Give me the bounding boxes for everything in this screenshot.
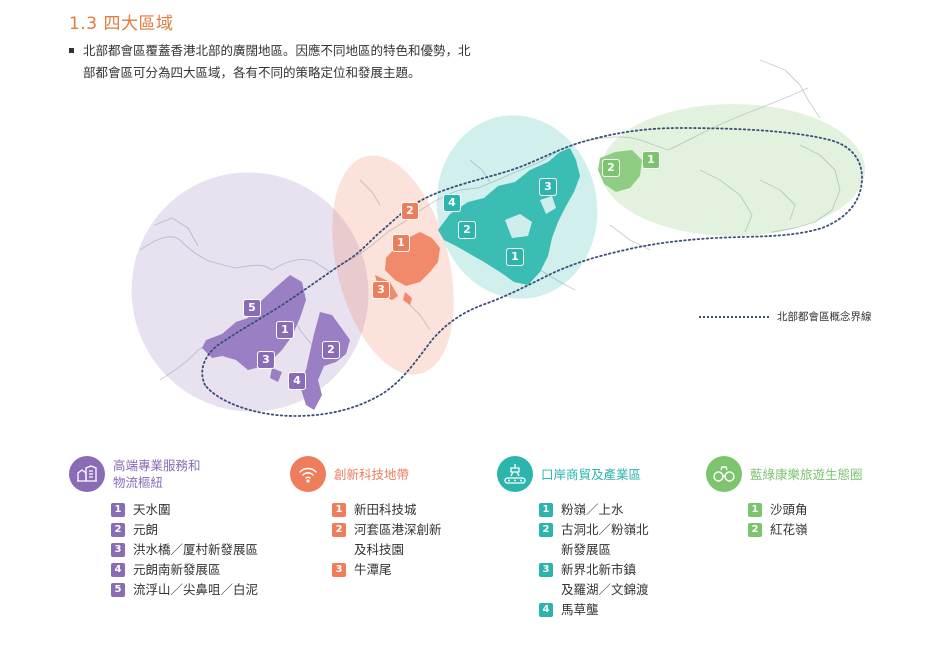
binoculars-icon [706, 456, 742, 492]
boundary-legend: 北部都會區概念界線 [699, 309, 872, 324]
intro-paragraph: 北部都會區覆蓋香港北部的廣闊地區。因應不同地區的特色和優勢，北部都會區可分為四大… [69, 40, 479, 84]
map-marker-purple: 3 [257, 351, 275, 369]
district-map [131, 59, 865, 417]
map-marker-orange: 2 [401, 202, 419, 220]
legend-title-purple: 高端專業服務和 物流樞紐 [113, 458, 201, 490]
purple-zone-oval [131, 172, 369, 412]
legend-title-teal: 口岸商貿及產業區 [541, 466, 642, 482]
bullet-icon [69, 48, 74, 53]
map-marker-purple: 2 [322, 341, 340, 359]
purple-development-areas [202, 275, 350, 410]
section-heading: 1.3 四大區域 [69, 14, 174, 34]
wifi-signal-icon [290, 456, 326, 492]
map-marker-orange: 1 [392, 234, 410, 252]
green-zone-oval [601, 104, 865, 236]
map-marker-orange: 3 [372, 281, 390, 299]
map-marker-teal: 2 [458, 221, 476, 239]
map-marker-teal: 4 [443, 194, 461, 212]
map-marker-purple: 5 [243, 299, 261, 317]
map-marker-green: 2 [602, 159, 620, 177]
conveyor-robot-icon [497, 456, 533, 492]
dotted-line-icon [699, 315, 769, 318]
city-buildings-icon [69, 456, 105, 492]
map-marker-purple: 1 [276, 321, 294, 339]
map-marker-green: 1 [642, 151, 660, 169]
map-marker-teal: 1 [506, 248, 524, 266]
boundary-legend-label: 北部都會區概念界線 [777, 311, 872, 323]
metropolis-boundary-line [201, 127, 863, 417]
legend-title-orange: 創新科技地帶 [334, 466, 410, 482]
teal-development-holes [505, 196, 556, 238]
legend-title-green: 藍綠康樂旅遊生態圈 [750, 466, 863, 482]
intro-text: 北部都會區覆蓋香港北部的廣闊地區。因應不同地區的特色和優勢，北部都會區可分為四大… [83, 43, 471, 80]
map-marker-teal: 3 [539, 178, 557, 196]
map-marker-purple: 4 [288, 372, 306, 390]
